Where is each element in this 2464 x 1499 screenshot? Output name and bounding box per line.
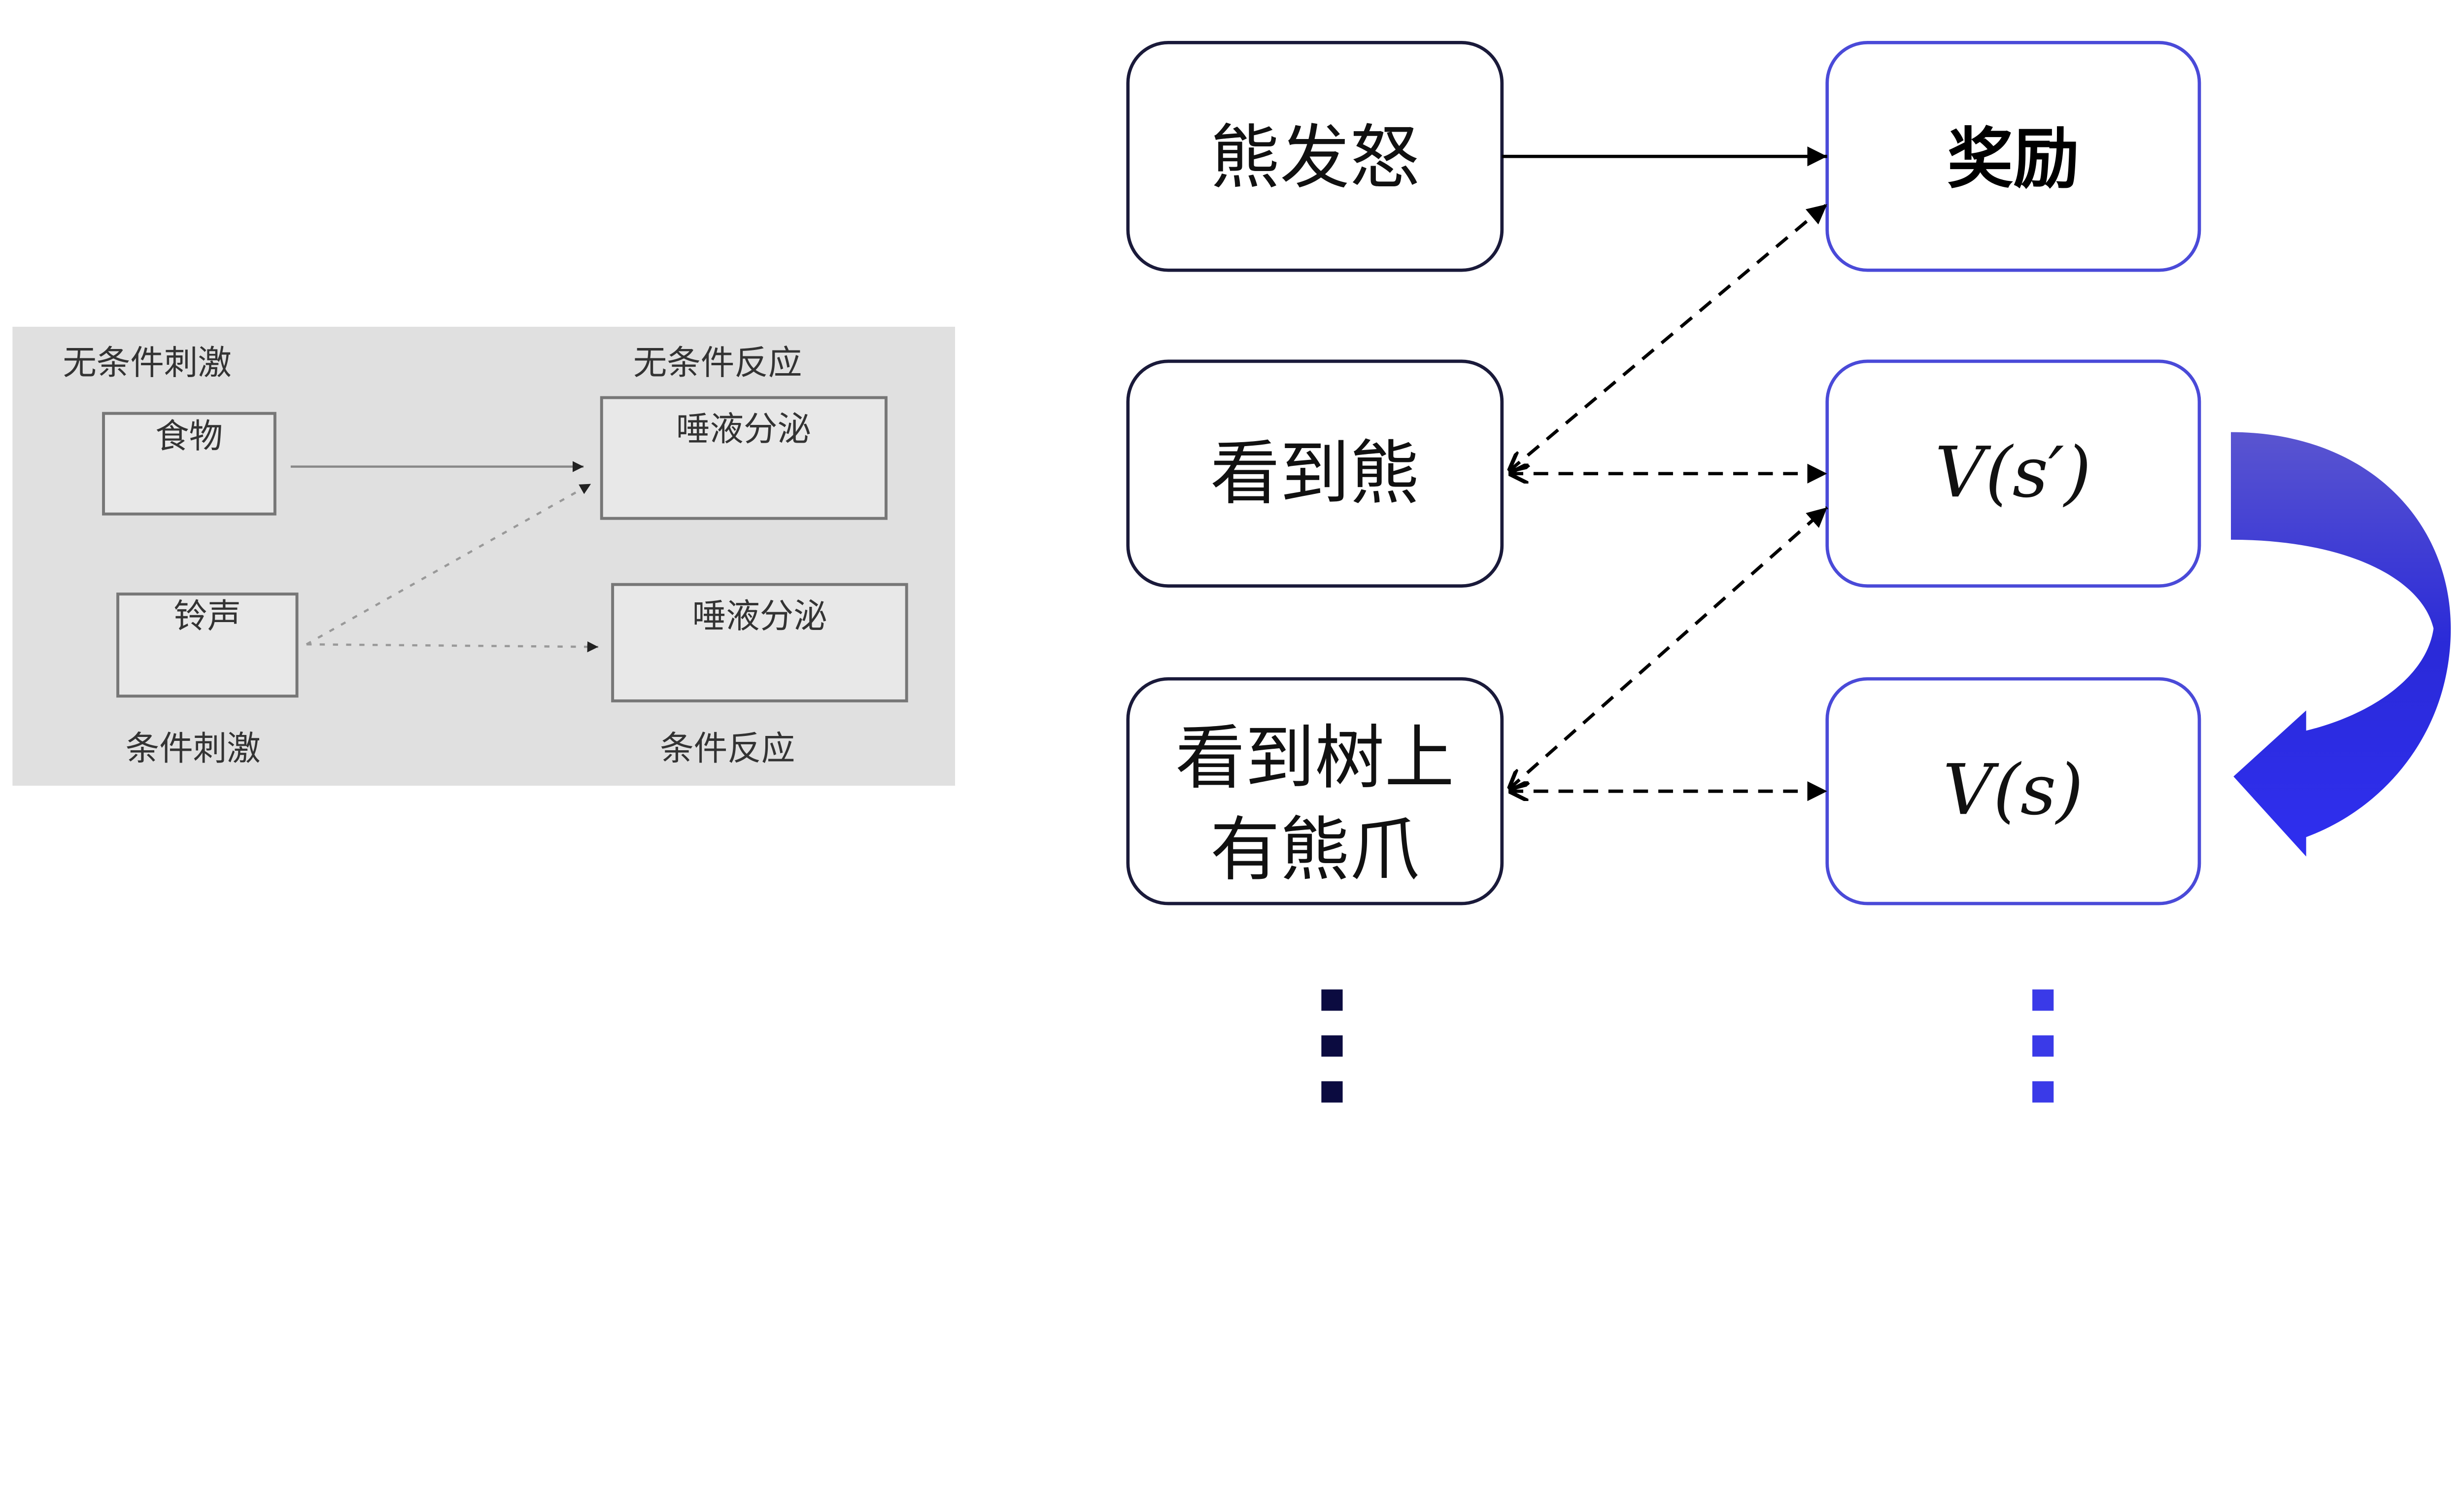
bell-box-label: 铃声	[173, 597, 241, 636]
conditioned-response-label: 条件反应	[660, 729, 795, 768]
left-ellipsis-icon	[1321, 989, 1343, 1103]
node-see-claw-marks-line2: 有熊爪	[1210, 810, 1420, 891]
node-see-bear-label: 看到熊	[1210, 433, 1420, 514]
node-value-next-state-label: V(s′)	[1935, 432, 2091, 514]
unconditioned-stimulus-label: 无条件刺激	[63, 344, 232, 383]
bell-box	[116, 593, 299, 698]
arrow-claw-to-value-next	[1508, 506, 1828, 789]
node-value-state-label: V(s)	[1943, 749, 2084, 831]
arrow-see-bear-to-reward	[1508, 203, 1828, 471]
node-see-bear	[1126, 359, 1504, 588]
bell-to-unconditioned-saliva-arrow	[306, 483, 592, 646]
node-value-next-state	[1825, 359, 2201, 588]
node-value-state	[1825, 677, 2201, 906]
node-see-claw-marks-line1: 看到树上	[1175, 718, 1454, 799]
saliva-bottom-box	[611, 583, 908, 702]
saliva-bottom-box-label: 唾液分泌	[692, 597, 827, 636]
pavlov-panel: 无条件刺激 无条件反应 条件刺激 条件反应 食物 铃声 唾液分泌 唾液分泌	[12, 326, 956, 786]
food-box	[102, 412, 276, 516]
node-see-claw-marks	[1126, 677, 1504, 906]
diagram-canvas: 无条件刺激 无条件反应 条件刺激 条件反应 食物 铃声 唾液分泌 唾液分泌 熊发…	[12, 41, 2451, 1103]
conditioned-stimulus-label: 条件刺激	[126, 729, 261, 768]
curved-backup-arrow-icon	[2231, 432, 2451, 857]
panel-background	[12, 326, 956, 786]
node-reward-label: 奖励	[1947, 121, 2079, 198]
saliva-top-box-label: 唾液分泌	[676, 410, 811, 449]
bell-to-conditioned-saliva-arrow	[306, 641, 599, 653]
food-box-label: 食物	[155, 417, 223, 456]
value-function-panel: 熊发怒 看到熊 看到树上 有熊爪 奖励	[1126, 41, 2451, 1103]
diagram-stage: 无条件刺激 无条件反应 条件刺激 条件反应 食物 铃声 唾液分泌 唾液分泌 熊发…	[12, 41, 2451, 1103]
right-ellipsis-icon	[2032, 989, 2054, 1103]
unconditioned-response-label: 无条件反应	[633, 344, 802, 383]
saliva-top-box	[600, 396, 888, 520]
node-bear-angry-label: 熊发怒	[1210, 118, 1420, 199]
